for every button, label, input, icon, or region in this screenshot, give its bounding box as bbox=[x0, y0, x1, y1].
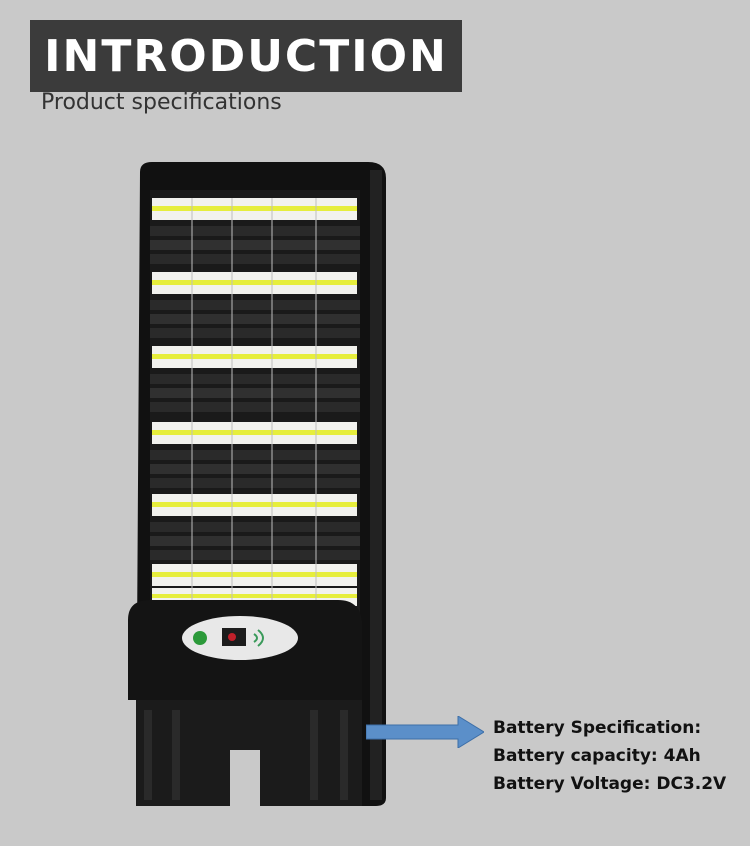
spec-capacity: Battery capacity: 4Ah bbox=[493, 746, 701, 766]
wireless-signal-icon bbox=[253, 629, 264, 647]
page-title: INTRODUCTION bbox=[44, 30, 448, 82]
power-button-icon bbox=[193, 631, 207, 645]
title-banner: INTRODUCTION bbox=[30, 20, 462, 92]
battery-specs: Battery Specification: Battery capacity:… bbox=[493, 714, 726, 798]
page-subtitle: Product specifications bbox=[41, 90, 282, 115]
pointer-arrow-icon bbox=[366, 716, 484, 748]
spec-voltage: Battery Voltage: DC3.2V bbox=[493, 774, 727, 794]
led-strips bbox=[150, 198, 360, 606]
solar-street-light-image bbox=[128, 162, 386, 806]
spec-heading: Battery Specification: bbox=[493, 718, 702, 738]
